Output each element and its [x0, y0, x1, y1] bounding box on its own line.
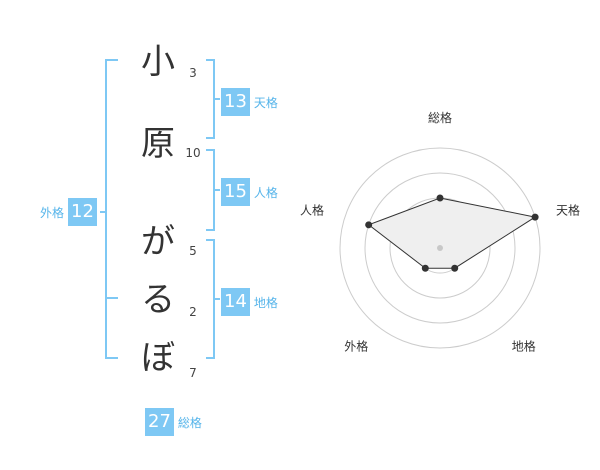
radar-axis-label-5: 人格 [300, 202, 324, 217]
chikaku-value: 14 [221, 288, 250, 316]
radar-point-4 [421, 264, 429, 272]
name-char-4: る [141, 280, 175, 320]
radar-axis-label-1: 総格 [428, 110, 452, 125]
name-char-5: ぼ [141, 338, 175, 378]
name-char-1: 小 [141, 42, 175, 82]
radar-point-3 [451, 264, 459, 272]
radar-polygon [367, 197, 537, 269]
radar-axis-label-4: 外格 [344, 339, 368, 354]
radar-axis-label-3: 地格 [512, 339, 536, 354]
jinkaku-badge: 15 人格 [221, 178, 278, 206]
soukaku-badge: 27 総格 [145, 408, 202, 436]
gaikaku-bracket [105, 59, 118, 359]
soukaku-value: 27 [145, 408, 174, 436]
stroke-count-4: 2 [189, 305, 197, 319]
radar-point-5 [365, 221, 373, 229]
chikaku-label: 地格 [253, 295, 278, 310]
radar-ring-4 [339, 147, 541, 349]
radar-axis-label-2: 天格 [556, 202, 580, 217]
tenkaku-badge: 13 天格 [221, 88, 278, 116]
radar-point-1 [436, 194, 444, 202]
tenkaku-bracket [206, 59, 215, 139]
chikaku-badge: 14 地格 [221, 288, 278, 316]
gaikaku-label: 外格 [40, 205, 65, 220]
brackets [100, 59, 220, 359]
tenkaku-value: 13 [221, 88, 250, 116]
chikaku-bracket [206, 239, 215, 359]
radar-ring-3 [364, 172, 516, 324]
name-char-2: 原 [141, 124, 175, 164]
jinkaku-value: 15 [221, 178, 250, 206]
jinkaku-label: 人格 [253, 185, 278, 200]
gaikaku-value: 12 [68, 198, 97, 226]
jinkaku-bracket [206, 149, 215, 231]
tenkaku-label: 天格 [253, 95, 278, 110]
radar-point-2 [531, 213, 539, 221]
name-char-3: が [141, 222, 175, 262]
stroke-count-3: 5 [189, 244, 197, 258]
stroke-count-5: 7 [189, 366, 197, 380]
radar-center [437, 245, 443, 251]
stroke-count-2: 10 [185, 146, 201, 160]
stroke-count-1: 3 [189, 66, 197, 80]
gaikaku-badge: 12 外格 [40, 198, 97, 226]
soukaku-label: 総格 [177, 415, 202, 430]
